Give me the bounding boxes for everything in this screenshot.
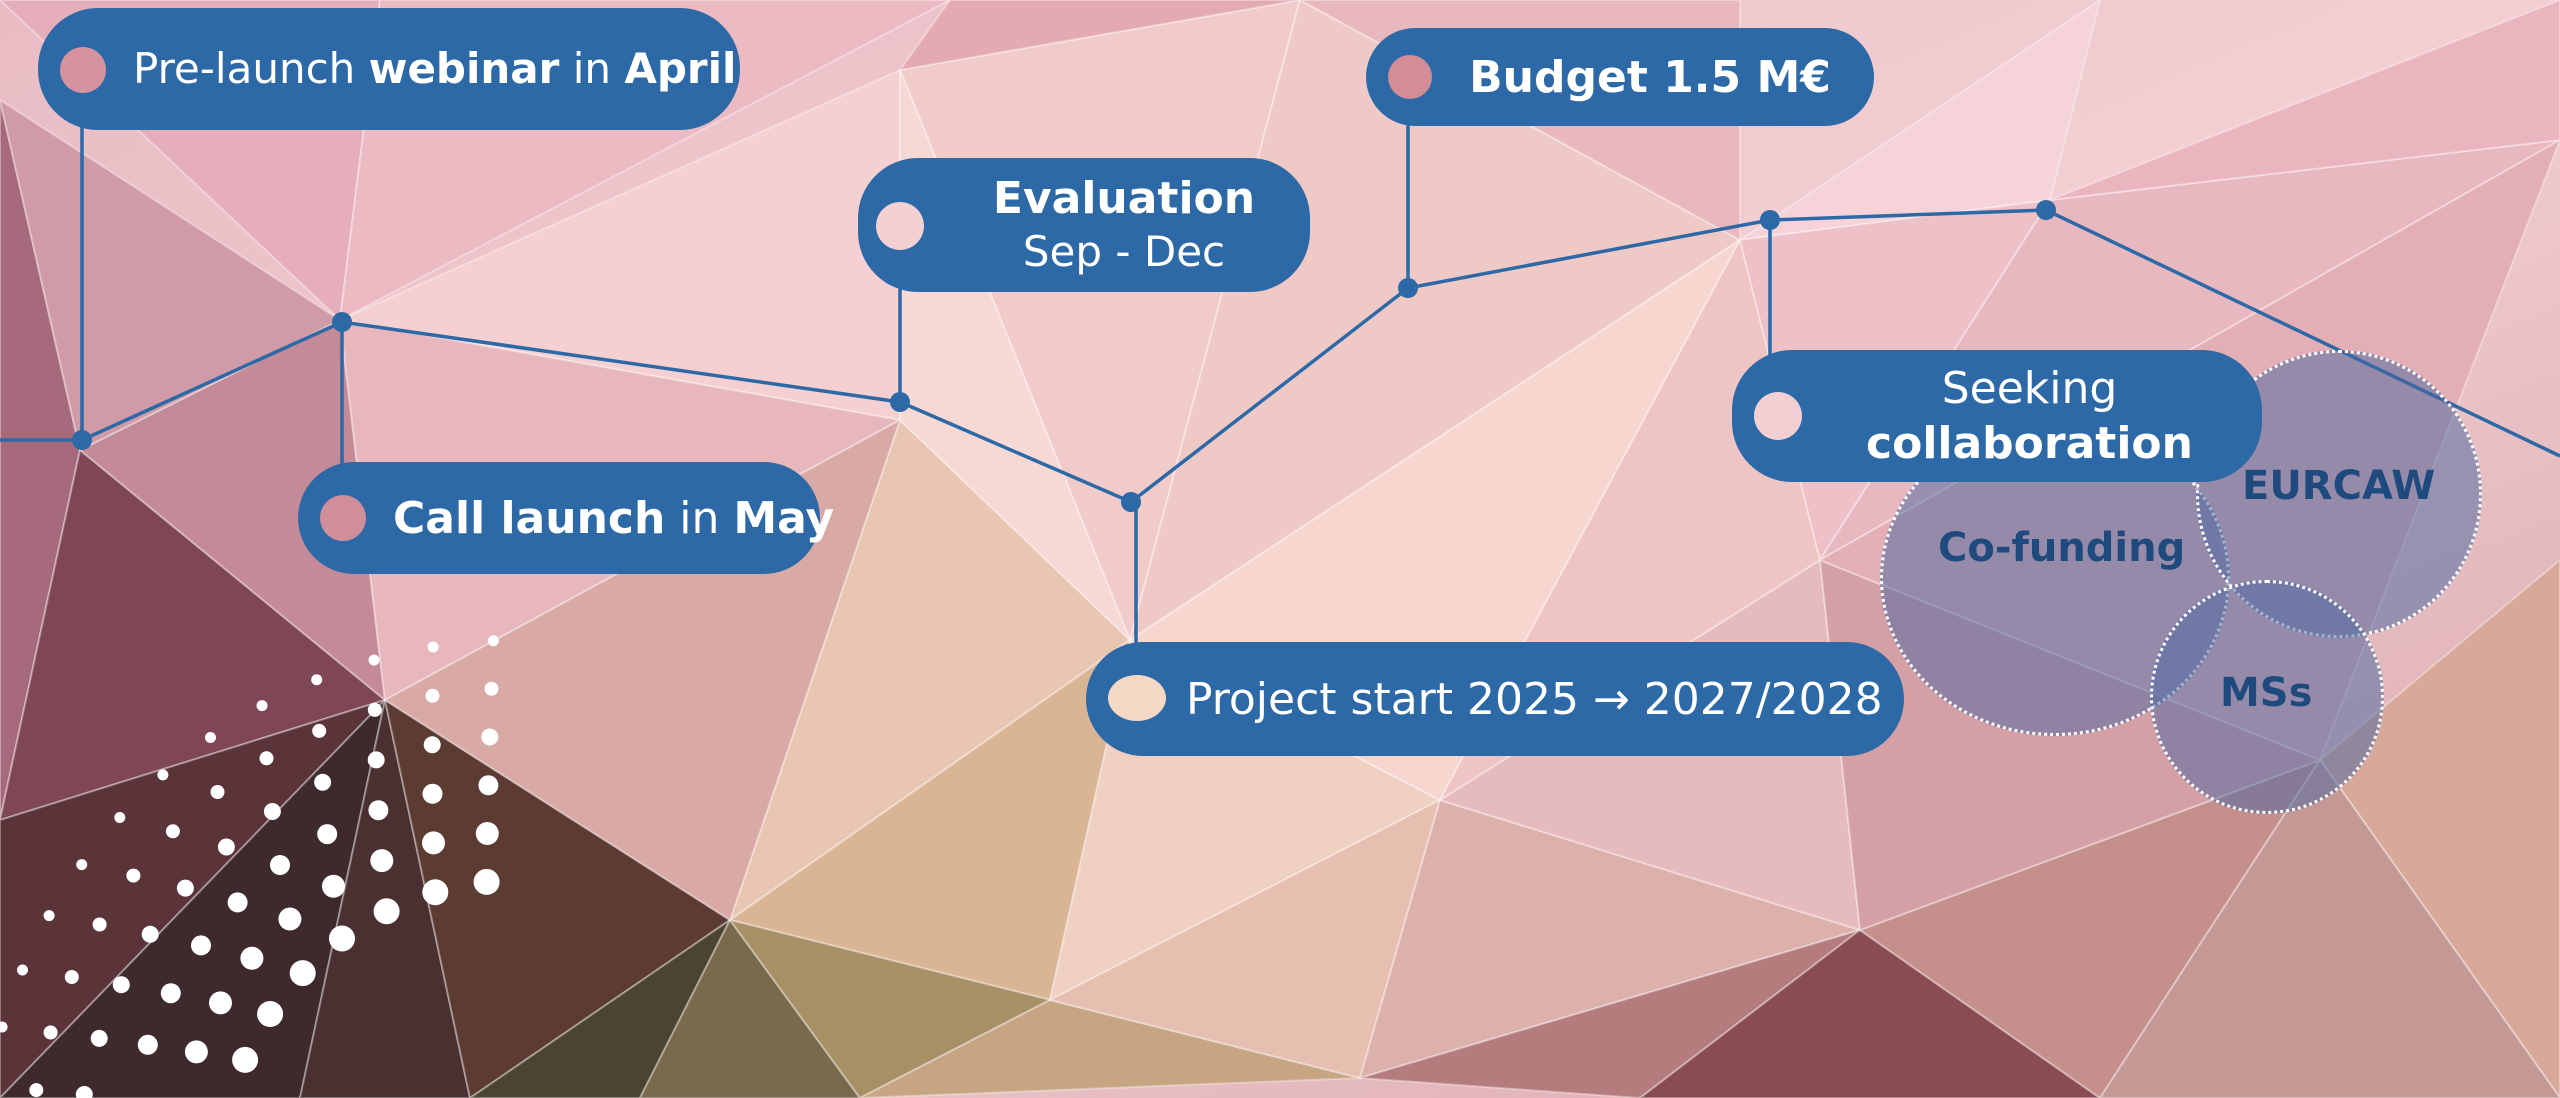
decorative-dot [481, 728, 499, 746]
decorative-dot [232, 1046, 259, 1073]
milestone-line1: Seeking [1941, 363, 2118, 414]
venn-circle-mss [2150, 580, 2384, 814]
decorative-dot [256, 700, 268, 712]
decorative-dot [157, 769, 169, 781]
decorative-dot [422, 831, 445, 855]
decorative-dot [217, 838, 235, 856]
milestone-title: Evaluation [992, 173, 1256, 225]
timeline-nodes [72, 200, 2056, 512]
decorative-dot [368, 800, 389, 821]
decorative-dot [270, 855, 290, 875]
milestone-seeking-collaboration: Seeking collaboration [1732, 350, 2262, 482]
decorative-dot [367, 702, 382, 717]
decorative-dot [475, 822, 499, 845]
decorative-dot [368, 654, 380, 666]
decorative-dot [317, 824, 338, 845]
decorative-dot [43, 1025, 58, 1040]
milestone-label: Budget 1.5 M€ [1469, 51, 1831, 103]
decorative-dot [112, 976, 130, 994]
decorative-dot-pattern [0, 635, 500, 1098]
decorative-dot [240, 946, 264, 970]
milestone-dot [1754, 392, 1802, 440]
decorative-dot [0, 1021, 8, 1033]
venn-label-cofunding: Co-funding [1938, 525, 2186, 571]
decorative-dot [425, 688, 440, 703]
decorative-dot [278, 907, 302, 931]
decorative-dot [209, 991, 232, 1015]
decorative-dot [422, 783, 443, 804]
decorative-dot [43, 910, 55, 922]
decorative-dot [322, 874, 345, 898]
decorative-dot [210, 785, 225, 799]
decorative-dot [487, 635, 499, 647]
milestone-dot [1108, 675, 1166, 721]
decorative-dot [370, 849, 394, 873]
venn-label-mss: MSs [2220, 670, 2313, 716]
decorative-dot [141, 925, 159, 943]
decorative-dot [263, 803, 281, 820]
decorative-dot [473, 868, 500, 895]
decorative-dot [484, 681, 499, 696]
decorative-dot [311, 674, 323, 686]
decorative-dot [114, 812, 126, 823]
decorative-dot [205, 732, 216, 743]
decorative-dot [75, 1086, 93, 1098]
decorative-dot [176, 879, 194, 897]
decorative-dot [427, 641, 439, 653]
decorative-dot [423, 736, 441, 754]
decorative-dot [191, 935, 211, 956]
milestone-label: Project start 2025 → 2027/2028 [1186, 673, 1883, 725]
decorative-dot [259, 751, 274, 766]
milestone-dot [876, 202, 924, 250]
decorative-dot [137, 1034, 158, 1055]
milestone-evaluation: Evaluation Sep - Dec [858, 158, 1310, 292]
milestone-budget: Budget 1.5 M€ [1366, 28, 1874, 126]
milestone-dates: Sep - Dec [1022, 227, 1226, 277]
decorative-dot [29, 1083, 44, 1098]
milestone-label: Call launch in May [393, 492, 835, 544]
decorative-dot [373, 898, 400, 925]
milestone-prelaunch-webinar: Pre-launch webinar in April [38, 8, 740, 130]
decorative-dot [422, 879, 449, 906]
milestone-dot [1388, 55, 1432, 99]
decorative-dot [76, 859, 88, 871]
decorative-dot [184, 1040, 208, 1064]
decorative-dot [289, 960, 316, 987]
venn-label-eurcaw: EURCAW [2242, 463, 2436, 509]
decorative-dot [227, 892, 248, 913]
milestone-dot [60, 47, 106, 93]
decorative-dot [17, 964, 28, 976]
decorative-dot [314, 773, 332, 791]
milestone-project-start: Project start 2025 → 2027/2028 [1086, 642, 1904, 756]
milestone-label: Pre-launch webinar in April [133, 43, 737, 93]
decorative-dot [367, 751, 385, 769]
decorative-dot [126, 868, 141, 883]
decorative-dot [160, 983, 181, 1004]
milestone-call-launch: Call launch in May [298, 462, 834, 574]
decorative-dot [165, 824, 180, 839]
decorative-dot [64, 970, 79, 984]
decorative-dot [92, 917, 107, 932]
decorative-dot [329, 925, 355, 952]
decorative-dot [257, 1001, 284, 1027]
decorative-dot [312, 723, 327, 738]
decorative-dot [90, 1029, 108, 1047]
milestone-dot [320, 495, 366, 541]
milestone-line2: collaboration [1866, 418, 2193, 469]
decorative-dot [478, 775, 499, 796]
